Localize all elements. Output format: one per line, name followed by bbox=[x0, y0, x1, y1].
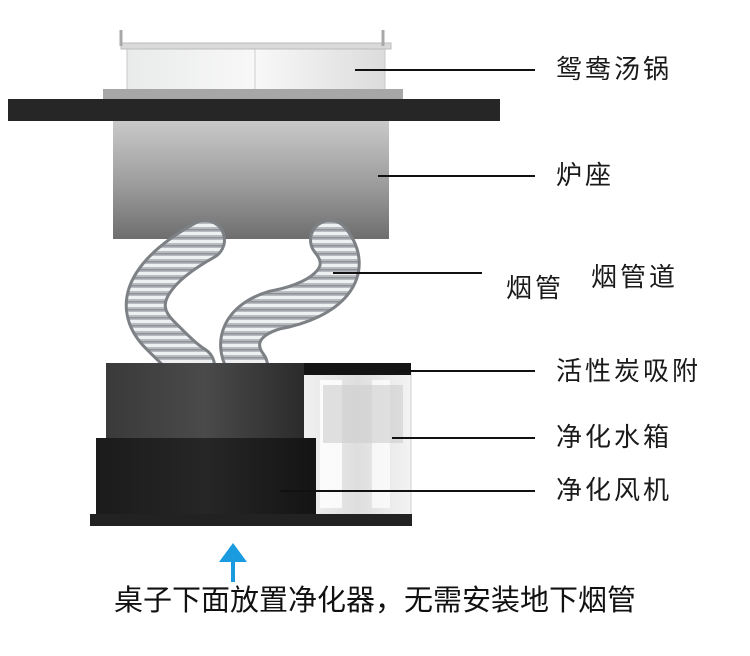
label-pipe: 烟管 bbox=[506, 274, 565, 304]
label-pot: 鸳鸯汤锅 bbox=[556, 55, 673, 85]
caption: 桌子下面放置净化器，无需安装地下烟管 bbox=[113, 583, 636, 617]
flue-pipes bbox=[124, 219, 361, 387]
tabletop bbox=[8, 99, 500, 121]
purifier-upper-box bbox=[106, 363, 304, 441]
label-water-tank: 净化水箱 bbox=[556, 423, 673, 453]
label-stove-base: 炉座 bbox=[556, 161, 615, 191]
label-flue: 烟管道 bbox=[591, 263, 679, 293]
stove-base bbox=[113, 121, 389, 239]
pot bbox=[103, 30, 403, 99]
carbon-tank bbox=[302, 363, 412, 519]
label-fan: 净化风机 bbox=[556, 476, 673, 506]
fan-box bbox=[96, 438, 316, 517]
label-carbon: 活性炭吸附 bbox=[556, 357, 702, 387]
base-plate bbox=[90, 514, 412, 526]
arrow-up-icon bbox=[219, 543, 247, 582]
leader-lines bbox=[280, 69, 535, 492]
